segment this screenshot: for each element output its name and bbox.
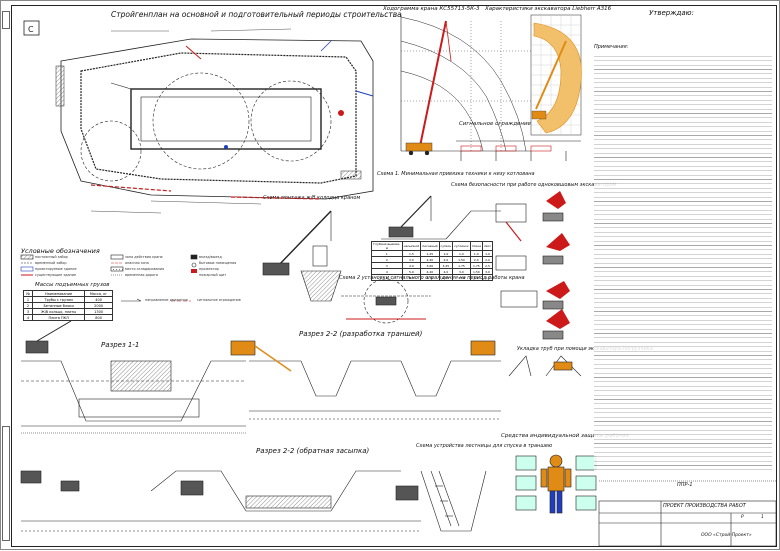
notes-block — [594, 53, 772, 473]
well-mount-scheme — [262, 210, 342, 302]
legend-item: временная дорога — [125, 273, 159, 277]
ppe-title: Средства индивидуальной защиты рабочих — [501, 433, 629, 439]
section-2-2-trench — [230, 340, 501, 420]
site-plan-title: Стройгенплан на основной и подготовитель… — [111, 10, 402, 19]
worker-ppe-icon — [515, 454, 597, 514]
table-header-row: Глубина выемки, м насыпной песчаный супе… — [371, 241, 494, 251]
legend-item: зона действия крана — [125, 255, 163, 259]
table-cell: 3,5 — [481, 274, 494, 281]
pipe-lay-title: Укладка труб при помощи экскаватора-погр… — [517, 346, 653, 352]
legend-item: существующее здание — [35, 273, 77, 277]
legend-item: проектируемое здание — [35, 267, 77, 271]
drawing-frame — [11, 5, 777, 547]
table-header-cell: суглинок — [452, 241, 471, 251]
title-block — [598, 480, 777, 547]
section-1-title: Разрез 1-1 — [101, 341, 140, 349]
stage-label: Р — [741, 515, 744, 520]
side-stamp-top — [2, 11, 10, 29]
legend-item: опасная зона — [125, 261, 149, 265]
legend-item: постоянный забор — [35, 255, 68, 259]
site-plan — [55, 28, 374, 214]
crane-chart — [400, 15, 531, 156]
crane-chart-title: Ходограмма крана КС55713-5К-3 — [383, 6, 480, 12]
sheet-number: 1 — [761, 515, 764, 520]
company-name: ООО «Строй-Проект» — [701, 533, 752, 538]
table-cell: 3,50 — [452, 274, 471, 281]
table-header-cell: глина — [469, 241, 483, 251]
well-mount-title: Схема монтажа ж/б колодца краном — [263, 195, 361, 201]
safety-excavator-title: Схема безопасности при работе одноковшов… — [451, 182, 617, 188]
table-header-cell: песчаный — [420, 241, 440, 251]
legend-item: пожарный щит — [199, 273, 227, 277]
approve-title: Утверждаю: — [649, 9, 694, 17]
table-cell: 800 — [84, 314, 113, 321]
project-title: ПРОЕКТ ПРОИЗВОДСТВА РАБОТ — [663, 503, 746, 509]
cargo-title: Массы подъемных грузов — [35, 282, 110, 288]
min-dist-title: Схема 1. Минимальная привязка техники к … — [377, 171, 535, 177]
cargo-table: № Наименование Масса, кг 1 Трубы с грузо… — [22, 290, 113, 321]
table-header-cell: супесь — [438, 241, 454, 251]
north-arrow-icon: С — [23, 20, 40, 36]
excavator-chart — [530, 14, 582, 136]
notes-title: Примечания: — [594, 44, 629, 50]
min-distance-crane — [381, 195, 501, 240]
table-cell: 4,75 — [438, 274, 454, 281]
sheet-code: ППР-1 — [677, 482, 693, 488]
ladder-title: Схема устройства лестницы для спуска в т… — [416, 443, 553, 449]
table-header-cell: насыпной — [401, 241, 422, 251]
legend-title: Условные обозначения — [21, 247, 100, 255]
signal-fence-title: Сигнальное ограждение — [459, 121, 531, 127]
pipe-lay-scheme — [508, 355, 582, 377]
table-cell: 5 — [371, 274, 403, 281]
signal-fence-drawing — [456, 140, 581, 161]
section-1-1 — [21, 320, 246, 434]
legend-item: бытовые помещения — [199, 261, 237, 265]
legend-item: временный забор — [35, 261, 67, 265]
table-cell: 4 — [22, 314, 34, 321]
legend-symbols — [20, 254, 198, 302]
legend-item: прожектор — [199, 267, 219, 271]
legend-item: направление движения — [145, 298, 188, 302]
excavator-chart-title: Характеристики экскаватора Liebherr A316 — [485, 6, 612, 12]
section-2-2-backfill — [20, 470, 421, 532]
legend-item: въезд/выезд — [199, 255, 222, 259]
table-cell: 3,0 — [469, 274, 483, 281]
table-header-cell: лёсс — [481, 241, 494, 251]
table-cell: 6,0 — [401, 274, 422, 281]
legend-item: сигнальное ограждение — [197, 298, 241, 302]
side-stamp-bottom — [2, 426, 10, 541]
signal-install-scheme — [341, 278, 431, 324]
table-header-cell: Глубина выемки, м — [371, 241, 403, 251]
safety-excavator-scheme — [495, 191, 570, 340]
table-cell: Плита ПКЛ — [32, 314, 86, 321]
table-cell: 5,30 — [420, 274, 440, 281]
slope-table: Глубина выемки, м насыпной песчаный супе… — [371, 241, 494, 281]
svg-text:С: С — [28, 25, 34, 34]
ladder-scheme — [420, 470, 487, 532]
section-2a-title: Разрез 2-2 (разработка траншей) — [299, 330, 423, 338]
table-row: 4 Плита ПКЛ 800 — [22, 314, 113, 321]
legend-item: место складирования — [125, 267, 165, 271]
section-2b-title: Разрез 2-2 (обратная засыпка) — [256, 447, 370, 455]
